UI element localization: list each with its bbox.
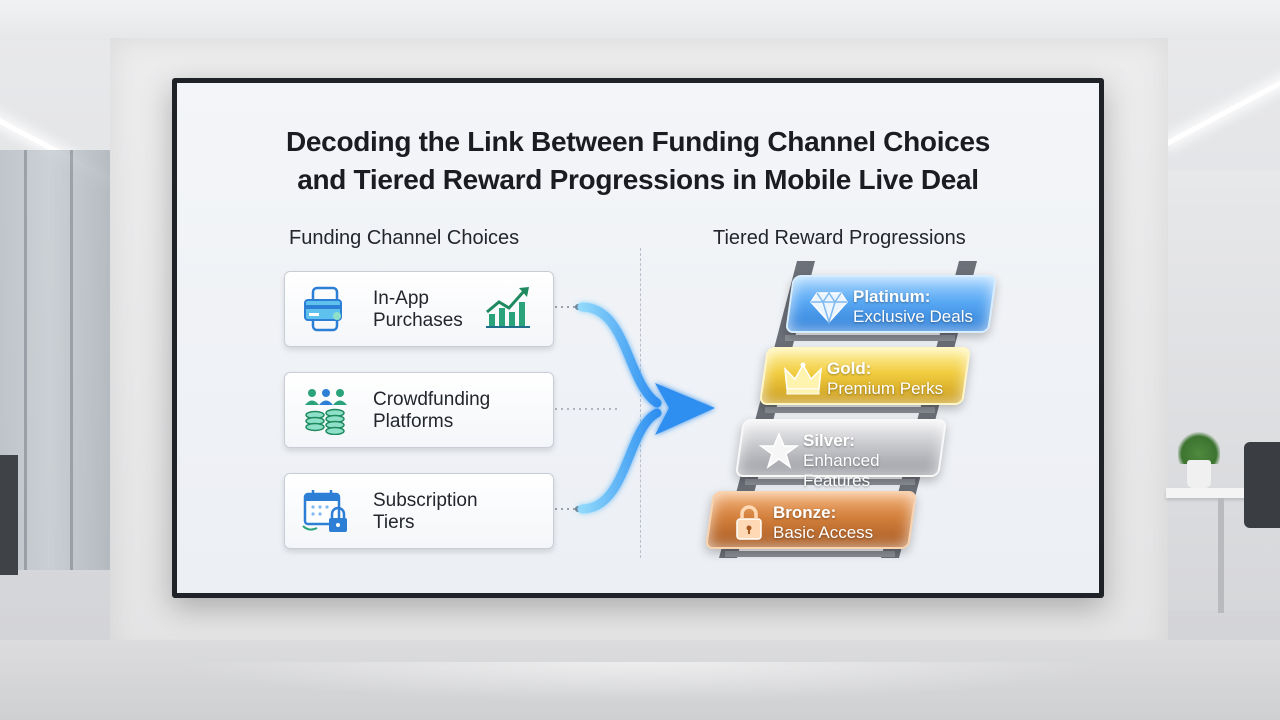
floor-reflection xyxy=(170,662,1110,702)
label-line-2: Tiers xyxy=(373,512,415,533)
ladder-rung xyxy=(765,407,935,413)
funding-card-label: Crowdfunding Platforms xyxy=(373,389,490,433)
tier-name: Silver: xyxy=(803,431,855,450)
ladder-rung xyxy=(785,335,955,341)
tier-content: Bronze: Basic Access xyxy=(711,493,911,547)
tier-reward: Exclusive Deals xyxy=(853,307,973,326)
tier-reward: Basic Access xyxy=(773,523,874,542)
tier-platinum[interactable]: Platinum: Exclusive Deals xyxy=(784,275,998,333)
funding-card-label: Subscription Tiers xyxy=(373,490,478,534)
funding-card-in-app-purchases[interactable]: In-App Purchases xyxy=(284,271,554,347)
office-chair-left xyxy=(0,455,18,575)
tier-name: Bronze: xyxy=(773,503,837,522)
funding-card-subscription-tiers[interactable]: Subscription Tiers xyxy=(284,473,554,549)
funding-card-crowdfunding[interactable]: Crowdfunding Platforms xyxy=(284,372,554,448)
people-coins-icon xyxy=(305,389,347,435)
tier-content: Silver: Enhanced Features xyxy=(741,421,941,490)
slide-title: Decoding the Link Between Funding Channe… xyxy=(177,123,1099,199)
crown-icon xyxy=(784,362,822,395)
calendar-lock-icon xyxy=(302,490,347,532)
tier-bronze[interactable]: Bronze: Basic Access xyxy=(704,491,918,549)
tier-reward: Premium Perks xyxy=(827,379,944,398)
label-line-1: Subscription xyxy=(373,490,478,511)
office-background-right xyxy=(1168,170,1280,610)
slide: Decoding the Link Between Funding Channe… xyxy=(177,83,1099,593)
title-line-2: and Tiered Reward Progressions in Mobile… xyxy=(297,164,979,195)
lock-icon xyxy=(736,505,762,540)
tier-gold[interactable]: Gold: Premium Perks xyxy=(758,347,972,405)
funding-card-label: In-App Purchases xyxy=(373,288,463,332)
glass-mullion xyxy=(24,150,27,570)
left-column-heading: Funding Channel Choices xyxy=(289,227,520,249)
right-column-heading: Tiered Reward Progressions xyxy=(713,227,966,249)
label-line-2: Platforms xyxy=(373,411,454,432)
tier-reward: Enhanced Features xyxy=(803,451,880,490)
diamond-icon xyxy=(810,291,848,325)
tier-content: Platinum: Exclusive Deals xyxy=(791,277,991,331)
label-line-2: Purchases xyxy=(373,310,463,331)
ceiling xyxy=(0,0,1280,40)
office-chair-right xyxy=(1244,442,1280,528)
ceiling-light-right xyxy=(1163,71,1280,147)
title-line-1: Decoding the Link Between Funding Channe… xyxy=(285,126,991,157)
glass-mullion xyxy=(70,150,73,570)
tier-name: Platinum: xyxy=(853,287,931,306)
tier-silver[interactable]: Silver: Enhanced Features xyxy=(734,419,948,490)
credit-card-phone-icon xyxy=(304,286,342,332)
plant-pot xyxy=(1187,460,1211,488)
reward-ladder xyxy=(719,261,977,558)
label-line-1: Crowdfunding xyxy=(373,389,491,410)
desk xyxy=(1166,488,1280,498)
label-line-1: In-App xyxy=(373,288,429,309)
star-icon xyxy=(759,432,799,469)
tier-name: Gold: xyxy=(827,359,872,378)
tier-content: Gold: Premium Perks xyxy=(765,349,965,403)
ladder-rung xyxy=(745,479,915,485)
glass-partition xyxy=(0,150,110,570)
desk-leg xyxy=(1218,498,1224,613)
plant xyxy=(1178,430,1220,464)
ladder-rung xyxy=(725,551,895,557)
display-screen: Decoding the Link Between Funding Channe… xyxy=(172,78,1104,598)
growth-chart-icon xyxy=(486,287,530,328)
